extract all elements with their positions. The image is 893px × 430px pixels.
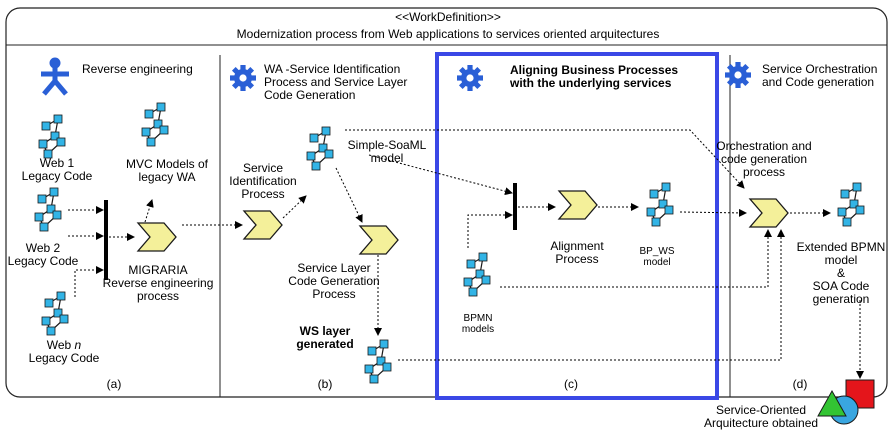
flow-connectors — [68, 129, 864, 379]
simple-soaml-model-icon — [306, 126, 334, 171]
service-layer-process-icon — [359, 225, 399, 255]
web2-model-icon — [34, 187, 62, 232]
diagram-title: Modernization process from Web applicati… — [236, 27, 660, 41]
phase-c-highlight — [435, 52, 719, 400]
bp-ws-model-icon — [646, 182, 674, 227]
phase-b-label: (b) — [317, 377, 333, 391]
phase-d-label: (d) — [792, 377, 808, 391]
stereotype-label: <<WorkDefinition>> — [395, 10, 501, 24]
gear-icon — [725, 62, 751, 88]
orchestration-process-icon — [749, 198, 789, 228]
web1-model-icon — [38, 114, 66, 159]
join-bar — [104, 200, 108, 280]
service-identification-process-icon — [243, 210, 283, 240]
soa-shapes-icon — [817, 379, 875, 425]
migraria-process-icon — [137, 222, 177, 252]
gear-icon — [457, 65, 483, 91]
phase-c-label: (c) — [564, 377, 578, 391]
ws-layer-model-icon — [364, 339, 392, 384]
gear-icon — [230, 65, 256, 91]
bpmn-model-icon — [463, 252, 491, 297]
phase-a-title: Reverse engineering — [82, 62, 193, 76]
alignment-process-icon — [558, 190, 598, 220]
phase-a-label: (a) — [106, 377, 122, 391]
join-bar — [513, 183, 517, 230]
extended-bpmn-model-icon — [837, 182, 865, 227]
mvc-model-icon — [141, 102, 169, 147]
actor-icon — [41, 57, 69, 96]
webn-model-icon — [41, 291, 69, 336]
